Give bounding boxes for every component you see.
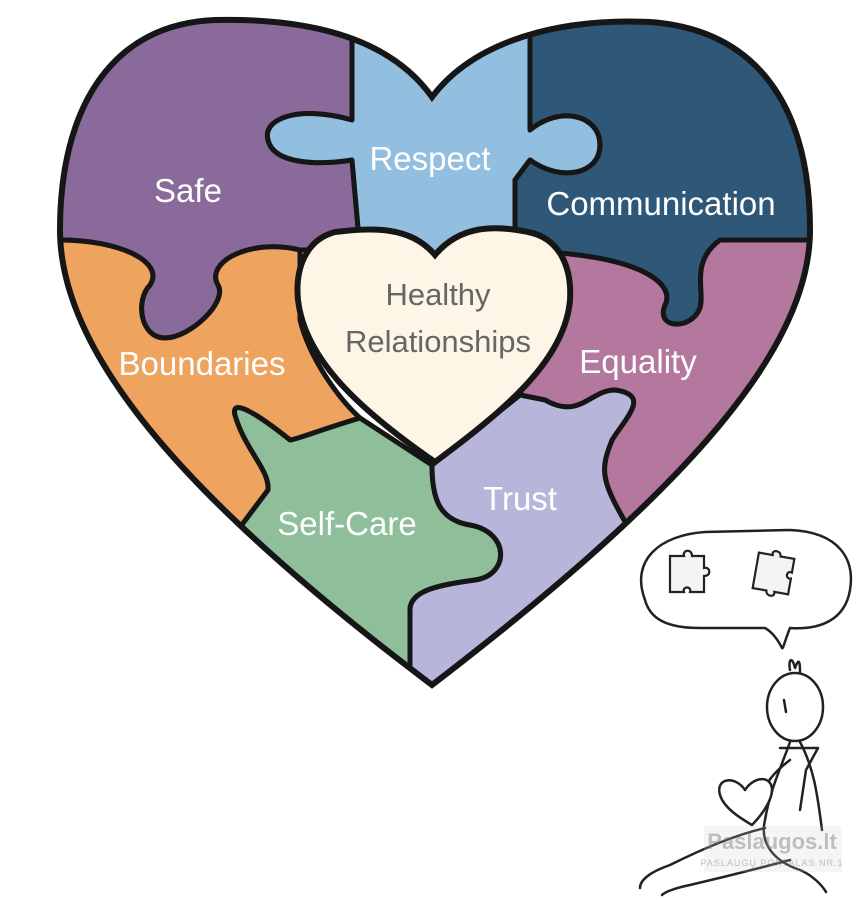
- watermark-bg: [704, 826, 842, 872]
- figure-body: [762, 740, 828, 894]
- figure-hair: [788, 659, 802, 674]
- figure-scarf: [778, 746, 820, 812]
- stick-figure-holding-heart: [638, 659, 828, 897]
- label-safe: Safe: [154, 172, 222, 209]
- watermark: Paslaugos.lt PASLAUGŲ PORTALAS NR.1: [700, 826, 843, 872]
- label-equality: Equality: [579, 343, 697, 380]
- puzzle-piece-icon: [668, 549, 711, 594]
- label-respect: Respect: [369, 140, 490, 177]
- heart-puzzle: [60, 19, 810, 686]
- figure-head: [765, 671, 825, 743]
- watermark-sub: PASLAUGŲ PORTALAS NR.1: [700, 858, 843, 868]
- heart-outline: [56, 16, 814, 689]
- label-self-care: Self-Care: [277, 505, 416, 542]
- label-boundaries: Boundaries: [119, 345, 286, 382]
- center-heart: [294, 225, 574, 466]
- heart-icon: [717, 777, 774, 827]
- center-label-line2: Relationships: [345, 324, 531, 359]
- label-trust: Trust: [483, 480, 557, 517]
- thought-bubble: [639, 528, 853, 650]
- label-communication: Communication: [546, 185, 775, 222]
- center-label-line1: Healthy: [385, 277, 491, 312]
- watermark-main: Paslaugos.lt: [707, 829, 837, 854]
- puzzle-piece-icon: [751, 550, 796, 597]
- figure-eye: [782, 698, 788, 714]
- figure-legs: [638, 826, 792, 897]
